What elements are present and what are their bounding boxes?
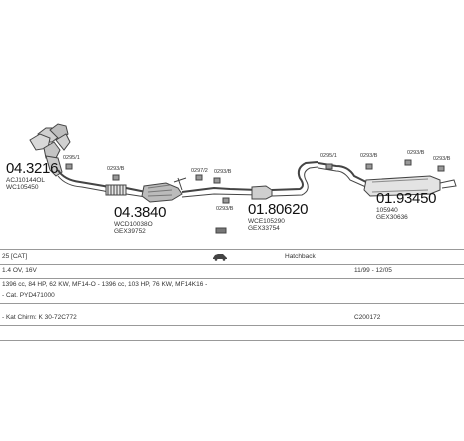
part-d-number: 01.93450 [376, 190, 437, 207]
clamp-label-1[interactable]: 0295/1 [63, 155, 80, 161]
part-b[interactable]: 04.3840 WCD10038O GEX39752 [114, 204, 166, 235]
part-c-code-1: WCE105290 [248, 218, 285, 225]
table-divider-1 [0, 264, 464, 265]
cat-spec: - Cat. PYD471000 [2, 292, 55, 299]
kit-label: - Kat Chirm: K 30-72C772 [2, 314, 77, 321]
table-divider-4 [0, 325, 464, 326]
clamp-label-2[interactable]: 0293/B [107, 166, 125, 172]
centre-silencer-drawing [251, 185, 273, 200]
engine-label: 1.4 OV, 16V [2, 267, 37, 274]
part-c-number: 01.80620 [248, 201, 309, 218]
clamp-label-5[interactable]: 0293/B [216, 206, 234, 212]
part-d-code-1: 105940 [376, 207, 398, 214]
engine-spec: 1396 cc, 84 HP, 62 KW, MF14-O - 1396 cc,… [2, 281, 208, 288]
part-b-number: 04.3840 [114, 204, 167, 221]
part-d[interactable]: 01.93450 105940 GEX30636 [376, 190, 436, 221]
car-icon [212, 252, 228, 263]
exhaust-diagram [29, 123, 457, 234]
clamp-label-8[interactable]: 0293/B [407, 150, 425, 156]
flex-joint-drawing [105, 184, 127, 196]
info-row-1: 25 [CAT] Hatchback [0, 253, 464, 264]
part-a[interactable]: 04.3216 ACJ10144OL WC105450 [6, 160, 58, 191]
part-a-code-2: WC105450 [6, 184, 39, 191]
clamp-label-7[interactable]: 0293/B [360, 153, 378, 159]
table-divider-2 [0, 278, 464, 279]
kit-code: C200172 [354, 314, 381, 321]
clamp-label-3[interactable]: 0297/2 [191, 168, 208, 174]
info-row-3: 1396 cc, 84 HP, 62 KW, MF14-O - 1396 cc,… [0, 281, 464, 292]
rear-silencer-drawing [363, 175, 457, 197]
hanger-drawings [65, 159, 445, 234]
years-label: 11/99 - 12/05 [354, 267, 392, 274]
part-b-code-2: GEX39752 [114, 228, 146, 235]
part-c-code-2: GEX33754 [248, 225, 280, 232]
front-pipe-drawing [57, 169, 113, 189]
info-row-5: - Kat Chirm: K 30-72C772 C200172 [0, 314, 464, 325]
part-b-code-1: WCD10038O [114, 221, 153, 228]
table-divider-3 [0, 303, 464, 304]
info-row-2: 1.4 OV, 16V 11/99 - 12/05 [0, 267, 464, 278]
part-d-code-2: GEX30636 [376, 214, 408, 221]
part-c[interactable]: 01.80620 WCE105290 GEX33754 [248, 201, 308, 232]
clamp-label-4[interactable]: 0293/B [214, 169, 232, 175]
part-a-code-1: ACJ10144OL [6, 177, 46, 184]
body-type: Hatchback [285, 253, 316, 260]
info-row-4: - Cat. PYD471000 [0, 292, 464, 303]
clamp-label-9[interactable]: 0293/B [433, 156, 451, 162]
catalytic-converter-drawing [141, 182, 183, 203]
part-a-number: 04.3216 [6, 160, 59, 177]
table-top-border [0, 249, 464, 250]
clamp-label-6[interactable]: 0295/1 [320, 153, 337, 159]
model-label: 25 [CAT] [2, 253, 28, 260]
table-bottom-border [0, 340, 464, 341]
